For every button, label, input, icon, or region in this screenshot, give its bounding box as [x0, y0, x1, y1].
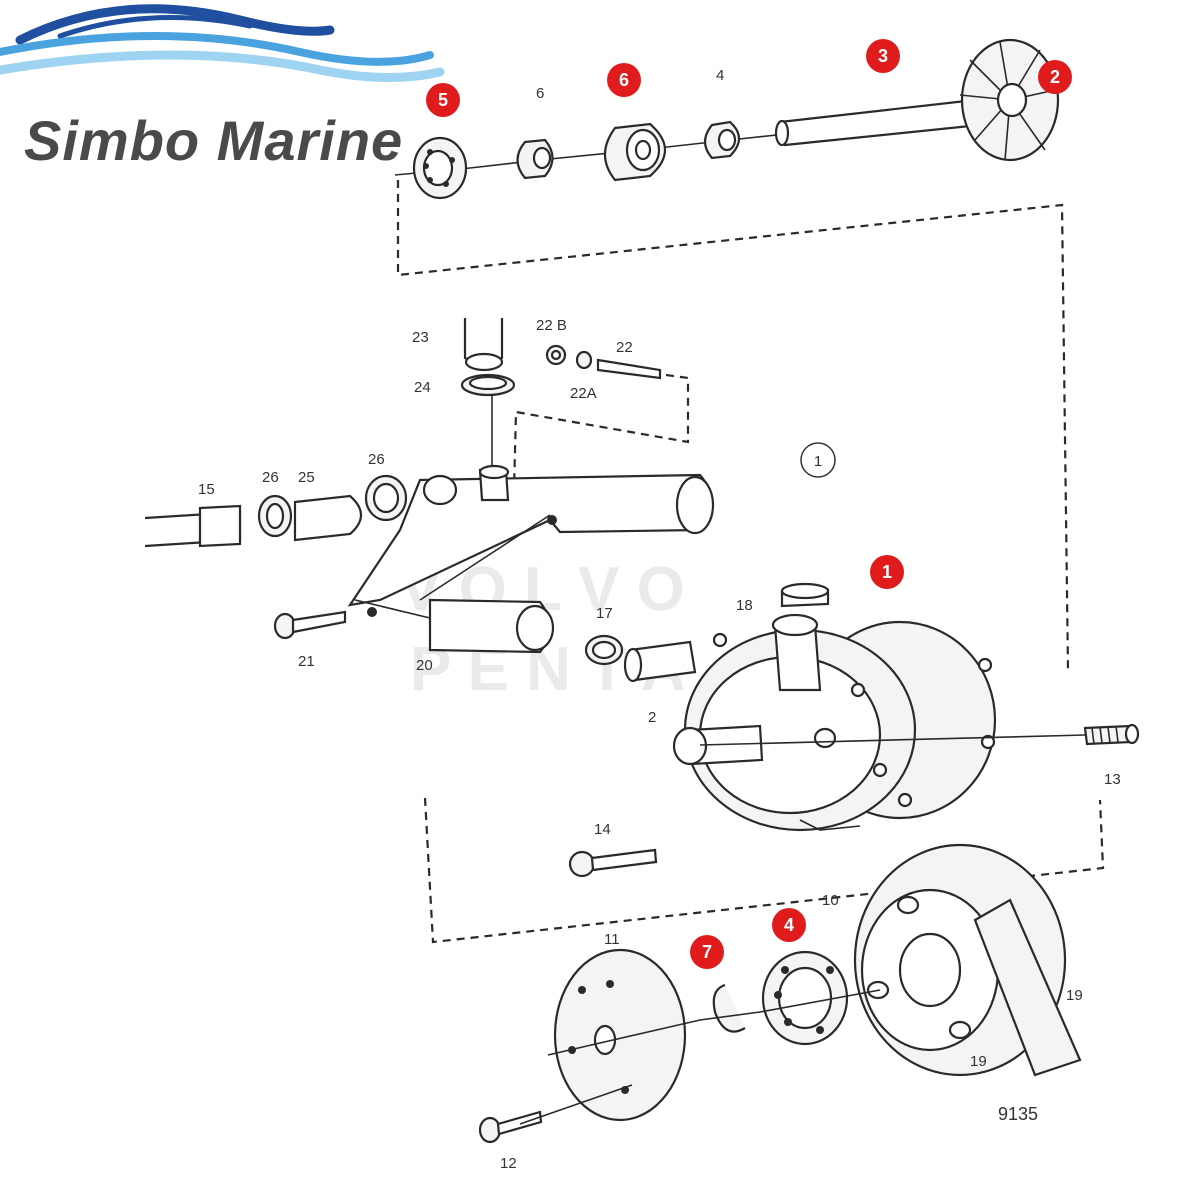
logo-wave-icon — [0, 4, 445, 82]
screw-13 — [1083, 723, 1140, 746]
part-label-26: 26 — [368, 451, 385, 468]
part-label-6: 6 — [536, 85, 544, 102]
badge-part-2: 2 — [1038, 60, 1072, 94]
part-label-15: 15 — [198, 481, 215, 498]
part-label-18: 18 — [736, 597, 753, 614]
clamp-24 — [460, 373, 516, 397]
bolt-12-axis — [519, 1084, 633, 1125]
highlight-badges: 1 2 3 4 5 6 7 — [426, 39, 1072, 969]
circled-label-1: 1 — [800, 442, 836, 478]
pulley-axis-line — [547, 989, 881, 1056]
pump-housing-1 — [623, 613, 997, 832]
impeller-2 — [959, 38, 1060, 162]
part-label-14: 14 — [594, 821, 611, 838]
svg-text:2: 2 — [1050, 67, 1060, 87]
clamp-26-left — [257, 494, 293, 538]
belt-19 — [973, 898, 1082, 1077]
part-label-22b: 22 B — [536, 317, 567, 334]
svg-text:5: 5 — [438, 90, 448, 110]
badge-part-5: 5 — [426, 83, 460, 117]
part-label-4: 4 — [716, 67, 724, 84]
part-label-12: 12 — [500, 1155, 517, 1172]
pipe-bracket-20 — [347, 464, 715, 654]
part-label-19: 19 — [1066, 987, 1083, 1004]
seal-6 — [516, 138, 554, 180]
bolt-14 — [568, 848, 658, 878]
hose-15 — [144, 504, 242, 548]
part-label-20: 20 — [416, 657, 433, 674]
part-label-24: 24 — [414, 379, 431, 396]
dashed-guide-stud — [512, 373, 690, 491]
part-label-11: 11 — [604, 931, 620, 948]
housing-axis-line — [699, 734, 1086, 746]
svg-text:7: 7 — [702, 942, 712, 962]
seal-6-large — [603, 122, 666, 182]
svg-text:4: 4 — [784, 915, 794, 935]
clamp-26-right — [364, 474, 408, 522]
svg-text:6: 6 — [619, 70, 629, 90]
cap-18 — [780, 582, 830, 608]
part-label-22: 22 — [616, 339, 633, 356]
badge-part-4: 4 — [772, 908, 806, 942]
part-label-21: 21 — [298, 653, 315, 670]
svg-text:1: 1 — [882, 562, 892, 582]
part-label-10: 10 — [822, 892, 839, 909]
sleeve-25 — [293, 494, 363, 542]
dashed-guide-bottom — [423, 797, 1105, 944]
shaft-3 — [774, 98, 982, 147]
bolt-21 — [273, 610, 347, 640]
ring-4 — [703, 120, 741, 160]
dashed-guide-top — [396, 180, 1070, 671]
part-label-13: 13 — [1104, 771, 1121, 788]
badge-part-3: 3 — [866, 39, 900, 73]
part-label-23: 23 — [412, 329, 429, 346]
badge-part-6: 6 — [607, 63, 641, 97]
pipe-23 — [463, 318, 504, 372]
part-label-19: 19 — [970, 1053, 987, 1070]
part-label-22a: 22A — [570, 385, 597, 402]
badge-part-7: 7 — [690, 935, 724, 969]
bolt-12 — [478, 1110, 543, 1144]
circlip-7 — [712, 983, 746, 1033]
stud-22 — [596, 358, 662, 380]
part-label-2: 2 — [648, 709, 656, 726]
svg-text:3: 3 — [878, 46, 888, 66]
part-label-17: 17 — [596, 605, 613, 622]
bearing-4 — [761, 950, 849, 1046]
brand-name: Simbo Marine — [24, 109, 404, 172]
o-ring-17 — [584, 634, 624, 666]
washer-22a — [575, 350, 593, 370]
part-label-26: 26 — [262, 469, 279, 486]
figure-number: 9135 — [998, 1104, 1038, 1124]
nut-22b — [545, 344, 567, 366]
hub-11 — [553, 948, 687, 1122]
bearing-5 — [412, 136, 468, 200]
badge-part-1: 1 — [870, 555, 904, 589]
part-label-25: 25 — [298, 469, 315, 486]
svg-text:1: 1 — [814, 453, 822, 470]
